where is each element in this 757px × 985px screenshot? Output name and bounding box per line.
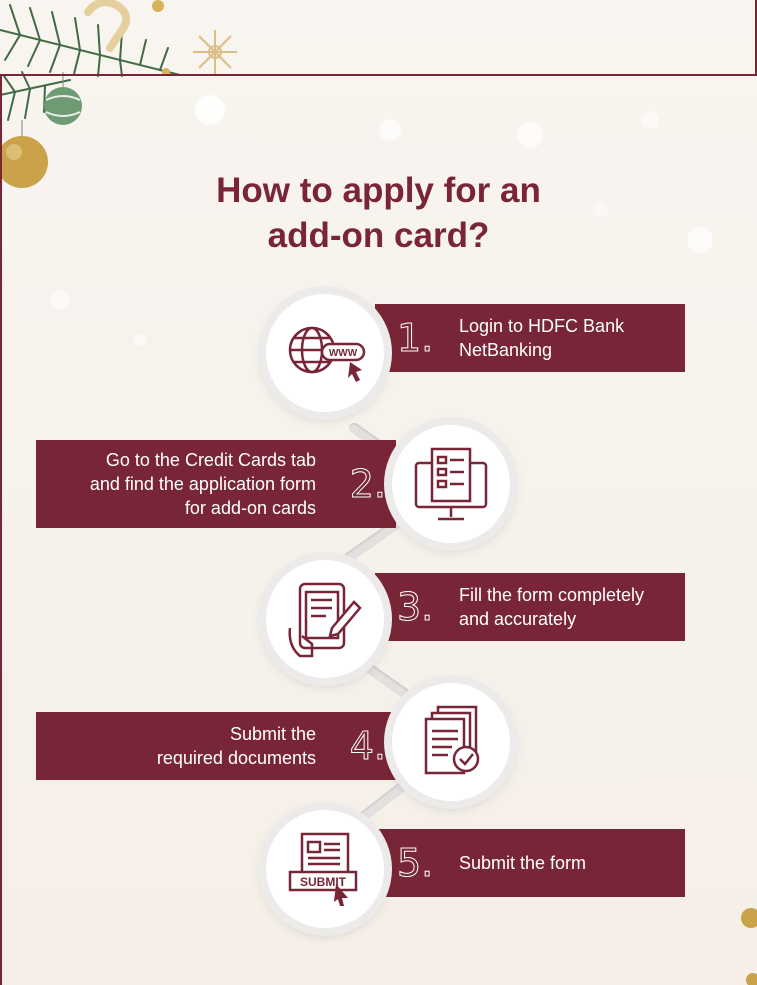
left-border: [0, 76, 2, 985]
step-4-banner: Submit the required documents 4.: [36, 712, 396, 780]
tablet-pen-icon: [288, 582, 362, 658]
submit-form-icon: SUBMIT: [288, 832, 358, 906]
step-text-line: required documents: [156, 748, 316, 768]
globe-www-icon: WWW: [288, 326, 366, 382]
page-title: How to apply for an add-on card?: [0, 168, 757, 258]
www-label: WWW: [329, 348, 358, 359]
monitor-form-icon: [414, 447, 488, 521]
step-5-icon-circle: SUBMIT: [266, 810, 384, 928]
step-2-icon-circle: [392, 425, 510, 543]
title-line-1: How to apply for an: [216, 171, 541, 210]
step-1-icon-circle: WWW: [266, 294, 384, 412]
step-number: 5.: [396, 841, 434, 886]
step-text-line: Submit the: [229, 724, 316, 744]
step-5-banner: 5. Submit the form: [375, 829, 685, 897]
submit-label: SUBMIT: [300, 875, 347, 889]
step-text-line: and accurately: [459, 609, 577, 629]
top-border: [0, 74, 757, 76]
documents-check-icon: [424, 705, 480, 775]
step-text: Fill the form completely and accurately: [459, 583, 644, 631]
step-text-line: Fill the form completely: [459, 585, 645, 605]
gold-ornament-icon: [741, 908, 757, 985]
step-text: Go to the Credit Cards tab and find the …: [90, 448, 316, 520]
step-2-banner: Go to the Credit Cards tab and find the …: [36, 440, 396, 528]
step-text-line: for add-on cards: [184, 498, 316, 518]
step-text-line: Submit the form: [459, 853, 587, 873]
step-text-line: Login to HDFC Bank: [459, 316, 625, 336]
step-text: Submit the required documents: [157, 722, 316, 770]
step-1-banner: 1. Login to HDFC Bank NetBanking: [375, 304, 685, 372]
right-border: [755, 0, 757, 74]
christmas-decoration-icon: [0, 0, 237, 188]
step-number: 1.: [396, 316, 434, 361]
step-text-line: NetBanking: [459, 340, 553, 360]
title-line-2: add-on card?: [267, 216, 490, 255]
step-text: Submit the form: [459, 851, 586, 875]
step-number: 4.: [349, 724, 386, 769]
step-number: 3.: [396, 585, 434, 630]
step-text-line: Go to the Credit Cards tab: [105, 450, 316, 470]
step-4-icon-circle: [392, 683, 510, 801]
step-3-icon-circle: [266, 560, 384, 678]
step-text-line: and find the application form: [89, 474, 316, 494]
step-number: 2.: [349, 462, 386, 507]
step-text: Login to HDFC Bank NetBanking: [459, 314, 624, 362]
step-3-banner: 3. Fill the form completely and accurate…: [375, 573, 685, 641]
